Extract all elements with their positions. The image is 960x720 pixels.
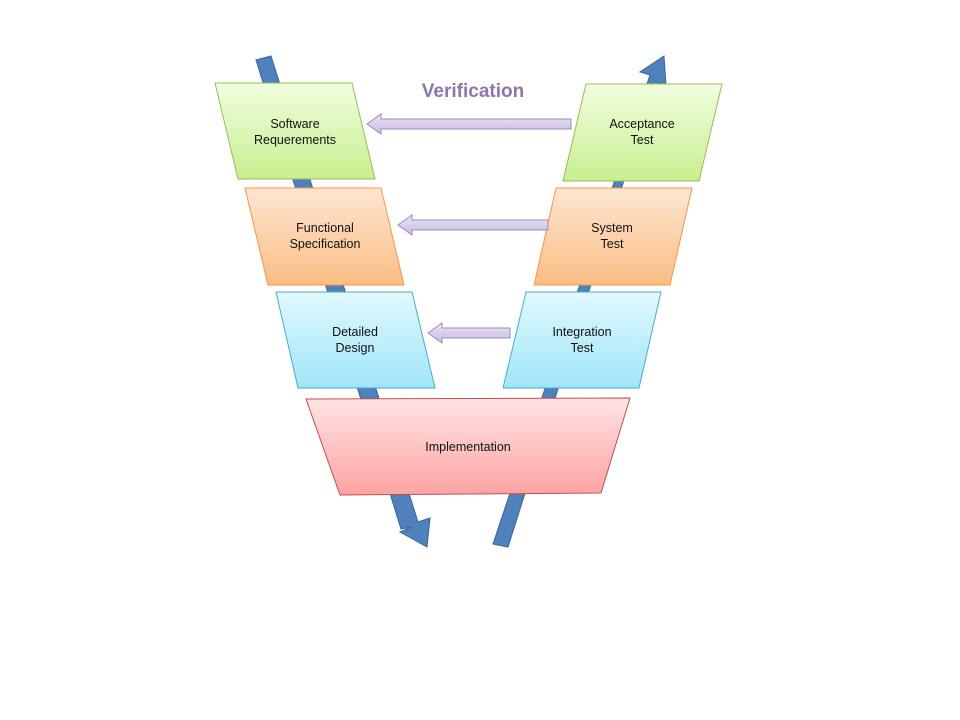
stage-implementation[interactable]: Implementation [305, 397, 631, 496]
stage-label-line: Specification [290, 237, 361, 251]
stage-label-line: Acceptance [609, 117, 674, 131]
stage-label-line: Design [336, 341, 375, 355]
stage-detailed-design[interactable]: Detailed Design [275, 291, 436, 389]
stage-label-line: Implementation [425, 440, 511, 454]
stage-label-line: Test [631, 133, 654, 147]
verification-arrow-integration-to-design [427, 322, 511, 344]
stage-label-line: Integration [552, 325, 611, 339]
stage-functional-specification[interactable]: Functional Specification [244, 187, 405, 286]
stage-label-line: Detailed [332, 325, 378, 339]
stage-label-line: Software [270, 117, 319, 131]
stage-system-test[interactable]: System Test [533, 187, 693, 286]
verification-arrow-system-to-specification [397, 214, 549, 236]
stage-label-line: Functional [296, 221, 354, 235]
stage-integration-test[interactable]: Integration Test [502, 291, 662, 389]
stage-acceptance-test[interactable]: Acceptance Test [562, 83, 723, 182]
stage-label-line: Test [601, 237, 624, 251]
stage-label-line: System [591, 221, 633, 235]
verification-title: Verification [422, 81, 524, 102]
stage-label-line: Test [571, 341, 594, 355]
verification-arrow-acceptance-to-requirements [366, 113, 572, 135]
stage-label-line: Requerements [254, 133, 336, 147]
stage-software-requirements[interactable]: Software Requerements [214, 82, 376, 180]
